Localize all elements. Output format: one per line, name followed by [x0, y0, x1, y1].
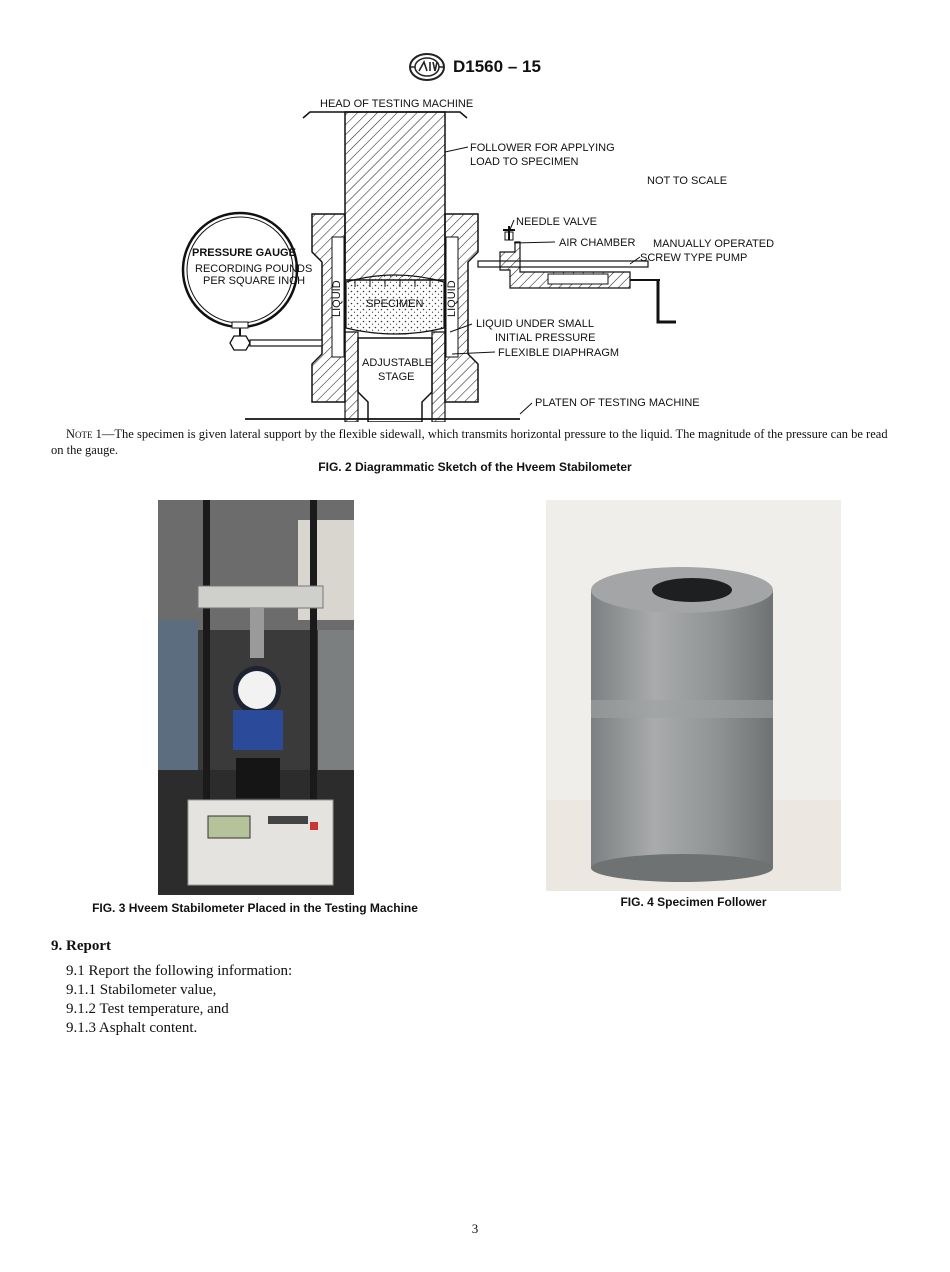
label-not-to-scale: NOT TO SCALE — [647, 175, 727, 187]
astm-logo-icon — [409, 53, 445, 81]
specimen — [345, 274, 445, 335]
paragraph-9-1-3: 9.1.3 Asphalt content. — [66, 1020, 198, 1036]
gauge-line-3: PER SQUARE INCH — [203, 275, 305, 287]
specimen-label: SPECIMEN — [366, 298, 424, 310]
label-liquid-pressure-1: LIQUID UNDER SMALL — [476, 318, 594, 330]
label-follower-1: FOLLOWER FOR APPLYING — [470, 142, 615, 154]
gauge-title: PRESSURE GAUGE — [192, 247, 296, 259]
liquid-label-right: LIQUID — [446, 280, 458, 317]
page-header: D1560 – 15 — [0, 52, 950, 86]
note-text: —The specimen is given lateral support b… — [51, 427, 888, 457]
label-needle-valve: NEEDLE VALVE — [516, 216, 597, 228]
figure-4-caption: FIG. 4 Specimen Follower — [620, 895, 767, 909]
specimen-follower-photo — [546, 500, 841, 891]
label-platen: PLATEN OF TESTING MACHINE — [535, 397, 700, 409]
follower — [344, 111, 446, 281]
section-heading: 9. Report — [51, 938, 111, 954]
stage-label-1: ADJUSTABLE — [362, 357, 432, 369]
figure-note: Note 1—The specimen is given lateral sup… — [51, 426, 903, 458]
figure-3-caption: FIG. 3 Hveem Stabilometer Placed in the … — [92, 901, 418, 915]
label-air-chamber: AIR CHAMBER — [559, 237, 635, 249]
figure-2-caption: FIG. 2 Diagrammatic Sketch of the Hveem … — [318, 460, 632, 474]
label-head: HEAD OF TESTING MACHINE — [320, 98, 473, 110]
stage-label-2: STAGE — [378, 371, 414, 383]
label-diaphragm: FLEXIBLE DIAPHRAGM — [498, 347, 619, 359]
needle-valve-icon — [503, 226, 515, 241]
gauge-line-2: RECORDING POUNDS — [195, 263, 312, 275]
paragraph-9-1: 9.1 Report the following information: — [66, 963, 293, 979]
document-designation: D1560 – 15 — [453, 57, 541, 76]
page-number: 3 — [471, 1221, 479, 1236]
label-liquid-pressure-2: INITIAL PRESSURE — [495, 332, 595, 344]
stabilometer-diagram: LIQUID LIQUID SPECIMEN ADJUSTABLE STAGE … — [181, 98, 774, 422]
testing-machine-photo — [158, 500, 354, 895]
label-follower-2: LOAD TO SPECIMEN — [470, 156, 578, 168]
liquid-label-left: LIQUID — [331, 280, 343, 317]
label-pump-2: SCREW TYPE PUMP — [640, 252, 747, 264]
paragraph-9-1-2: 9.1.2 Test temperature, and — [66, 1001, 229, 1017]
label-pump-1: MANUALLY OPERATED — [653, 238, 774, 250]
note-label: Note 1 — [66, 427, 102, 441]
paragraph-9-1-1: 9.1.1 Stabilometer value, — [66, 982, 217, 998]
